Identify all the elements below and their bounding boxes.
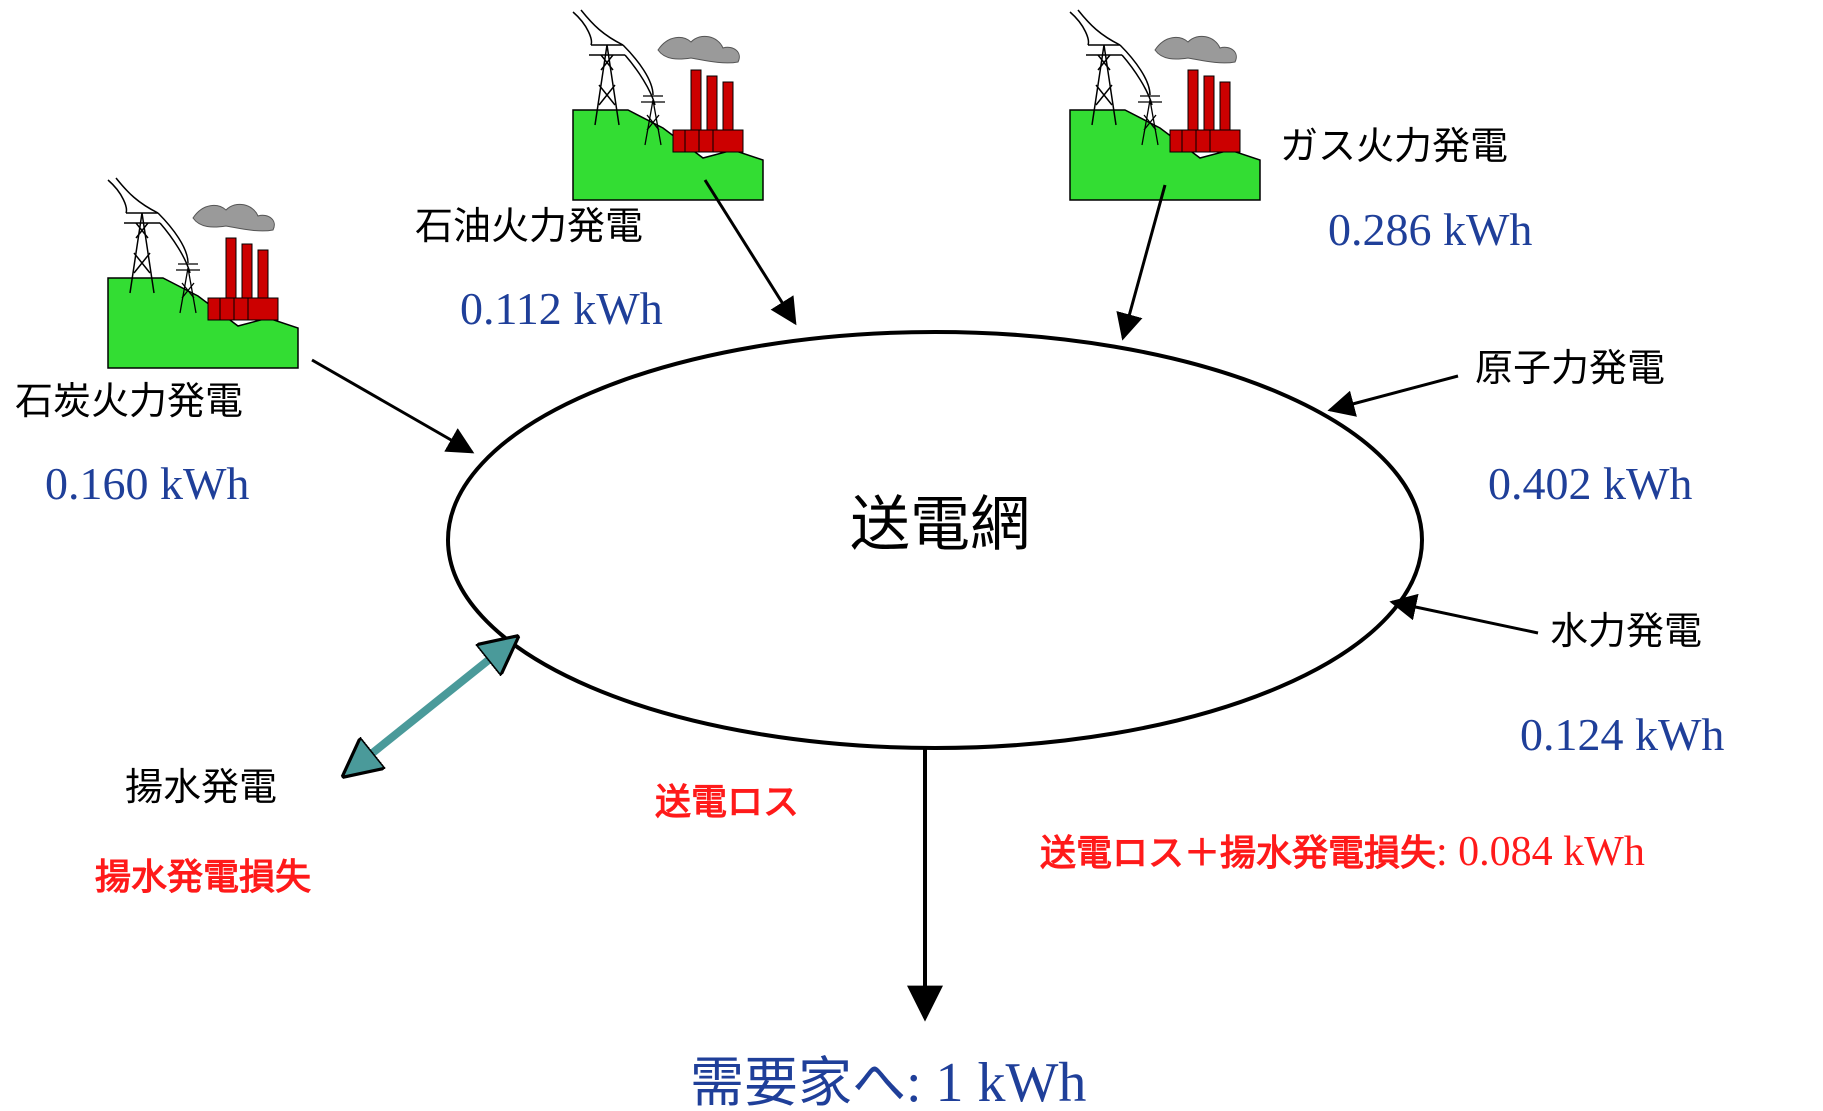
hydro-plant-value: 0.124 kWh [1520,709,1725,760]
nuclear-plant-value: 0.402 kWh [1488,458,1693,509]
gas-arrow [1116,184,1167,341]
oil-plant-icon [572,9,764,201]
pumped-plant-label: 揚水発電 [125,765,278,809]
oil-plant-label: 石油火力発電 [415,204,644,248]
transmission-loss-label: 送電ロス [655,782,800,823]
grid-label: 送電網 [850,490,1030,560]
pumped-loss-label: 揚水発電損失 [95,857,312,898]
gas-plant-value: 0.286 kWh [1328,204,1533,255]
grid-ellipse [446,330,1424,750]
coal-arrow [311,358,475,454]
gas-plant-icon [1069,9,1261,201]
pumped-storage-arrow [345,638,516,775]
demand-value: : 1 kWh [906,1052,1087,1111]
hydro-arrow [1389,593,1539,635]
total-loss-line: 送電ロス＋揚水発電損失: 0.084 kWh [1040,831,1645,873]
total-loss-label: 送電ロス＋揚水発電損失 [1040,833,1437,874]
oil-plant-value: 0.112 kWh [460,283,663,334]
nuclear-plant-label: 原子力発電 [1475,346,1666,390]
coal-plant-icon [107,177,299,369]
oil-arrow [703,179,797,326]
gas-plant-label: ガス火力発電 [1280,124,1509,168]
demand-line: 需要家へ: 1 kWh [690,1055,1086,1111]
hydro-plant-label: 水力発電 [1550,609,1703,653]
demand-label: 需要家へ [690,1051,906,1111]
coal-plant-label: 石炭火力発電 [15,379,244,423]
coal-plant-value: 0.160 kWh [45,458,250,509]
nuclear-arrow [1327,374,1459,417]
total-loss-value: : 0.084 kWh [1436,829,1645,875]
